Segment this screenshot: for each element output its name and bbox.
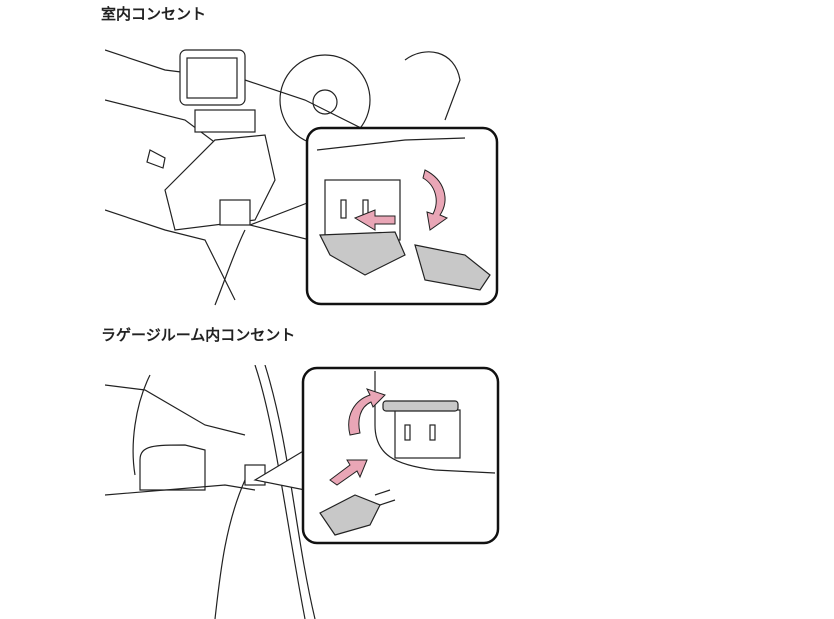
outlet-detail [319, 371, 496, 536]
outlet-cover [319, 231, 406, 276]
insert-arrow-icon [353, 209, 396, 231]
section-heading-interior-outlet: 室内コンセント [101, 5, 207, 23]
luggage-outlet-illustration [105, 365, 500, 619]
dashboard-drawing [105, 49, 461, 306]
interior-outlet-illustration [105, 49, 499, 306]
plug-icon [414, 244, 491, 291]
luggage-room-drawing [105, 365, 316, 619]
open-arrow-icon [422, 169, 449, 231]
outlet-detail [316, 137, 491, 291]
section-heading-luggage-outlet: ラゲージルーム内コンセント [101, 326, 296, 344]
plug-icon [319, 494, 381, 536]
outlet-cover [382, 400, 459, 412]
insert-arrow-icon [329, 459, 368, 486]
open-arrow-icon [348, 388, 386, 436]
